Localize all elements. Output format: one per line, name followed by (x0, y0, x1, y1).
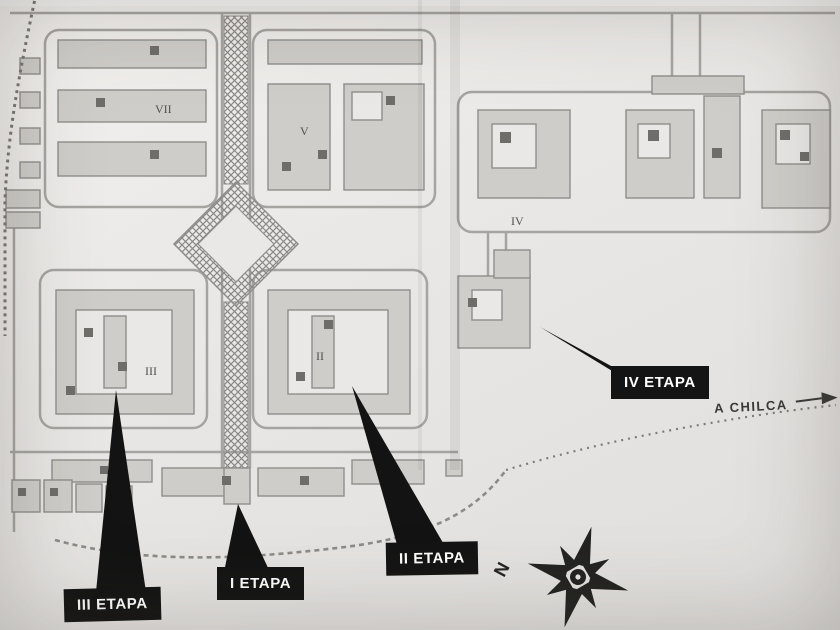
etapa3-pointer (96, 390, 146, 592)
etapa-1-label: I ETAPA (217, 567, 305, 600)
block-numeral-vii: VII (155, 102, 172, 116)
compass-rose (527, 526, 629, 628)
roundabout-diamond (172, 180, 300, 308)
chilca-arrow-head (821, 392, 838, 405)
chilca-direction: A CHILCA (714, 392, 838, 416)
etapa2-pointer (352, 386, 446, 548)
railway-diagonal (3, 0, 37, 336)
scan-edge (0, 0, 840, 6)
block-numeral-ii: II (316, 349, 324, 363)
block-numeral-iii: III (145, 364, 157, 378)
etapa1-pointer (224, 504, 270, 572)
block-numeral-v: V (300, 124, 309, 138)
northeast-dotted-boundary (505, 403, 837, 472)
chilca-label: A CHILCA (714, 397, 788, 416)
etapa-3-label: III ETAPA (63, 586, 162, 623)
city-blocks (5, 39, 831, 513)
etapa-2-label: II ETAPA (385, 541, 479, 576)
block-numerals: VII V IV III II (145, 102, 524, 378)
scan-creases (418, 0, 460, 470)
etapa-4-label: IV ETAPA (611, 366, 709, 399)
north-label: N (490, 559, 514, 580)
chilca-arrow-shaft (795, 397, 822, 403)
block-numeral-iv: IV (511, 214, 524, 228)
